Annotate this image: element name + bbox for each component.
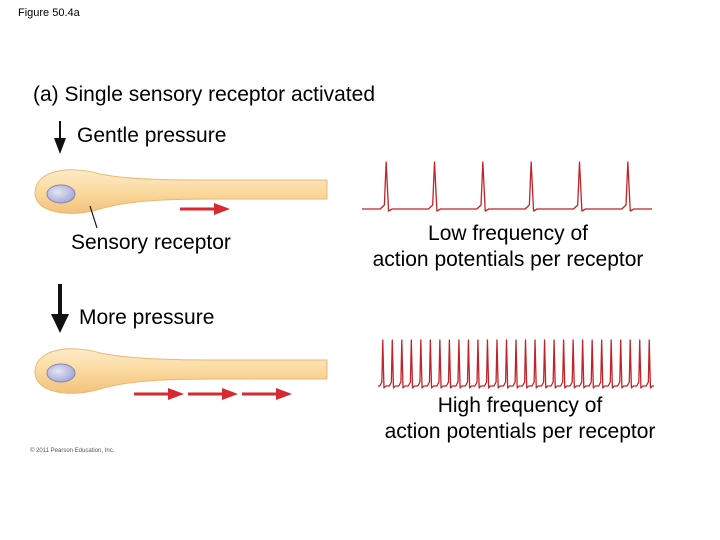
low-frequency-caption: Low frequency of action potentials per r…	[338, 221, 678, 273]
high-caption-line-2: action potentials per receptor	[384, 420, 656, 443]
signal-arrow-icon	[188, 388, 238, 400]
nucleus-icon	[46, 184, 76, 204]
sensory-neuron-bottom	[34, 348, 328, 394]
signal-arrow-icon	[180, 203, 230, 215]
gentle-pressure-label: Gentle pressure	[77, 124, 227, 147]
nucleus-icon	[46, 363, 76, 383]
sensory-receptor-label: Sensory receptor	[71, 231, 231, 254]
figure-label: Figure 50.4a	[18, 7, 80, 19]
high-frequency-caption: High frequency of action potentials per …	[350, 393, 690, 445]
sensory-neuron-top	[34, 169, 328, 214]
signal-arrow-icon	[134, 388, 184, 400]
low-frequency-action-potential-trace	[362, 161, 652, 212]
high-caption-line-1: High frequency of	[437, 394, 603, 417]
low-caption-line-2: action potentials per receptor	[372, 248, 644, 271]
panel-title: (a) Single sensory receptor activated	[33, 83, 375, 106]
more-pressure-label: More pressure	[79, 306, 215, 329]
gentle-pressure-arrow-icon	[54, 121, 66, 154]
high-frequency-action-potential-trace	[378, 339, 654, 389]
more-pressure-arrow-icon	[51, 284, 69, 333]
signal-arrow-icon	[242, 388, 292, 400]
copyright-notice: © 2011 Pearson Education, Inc.	[30, 448, 115, 454]
spike-train-line	[378, 339, 654, 389]
spike-train-line	[362, 161, 652, 212]
low-caption-line-1: Low frequency of	[428, 222, 588, 245]
receptor-leader-line	[89, 205, 98, 229]
